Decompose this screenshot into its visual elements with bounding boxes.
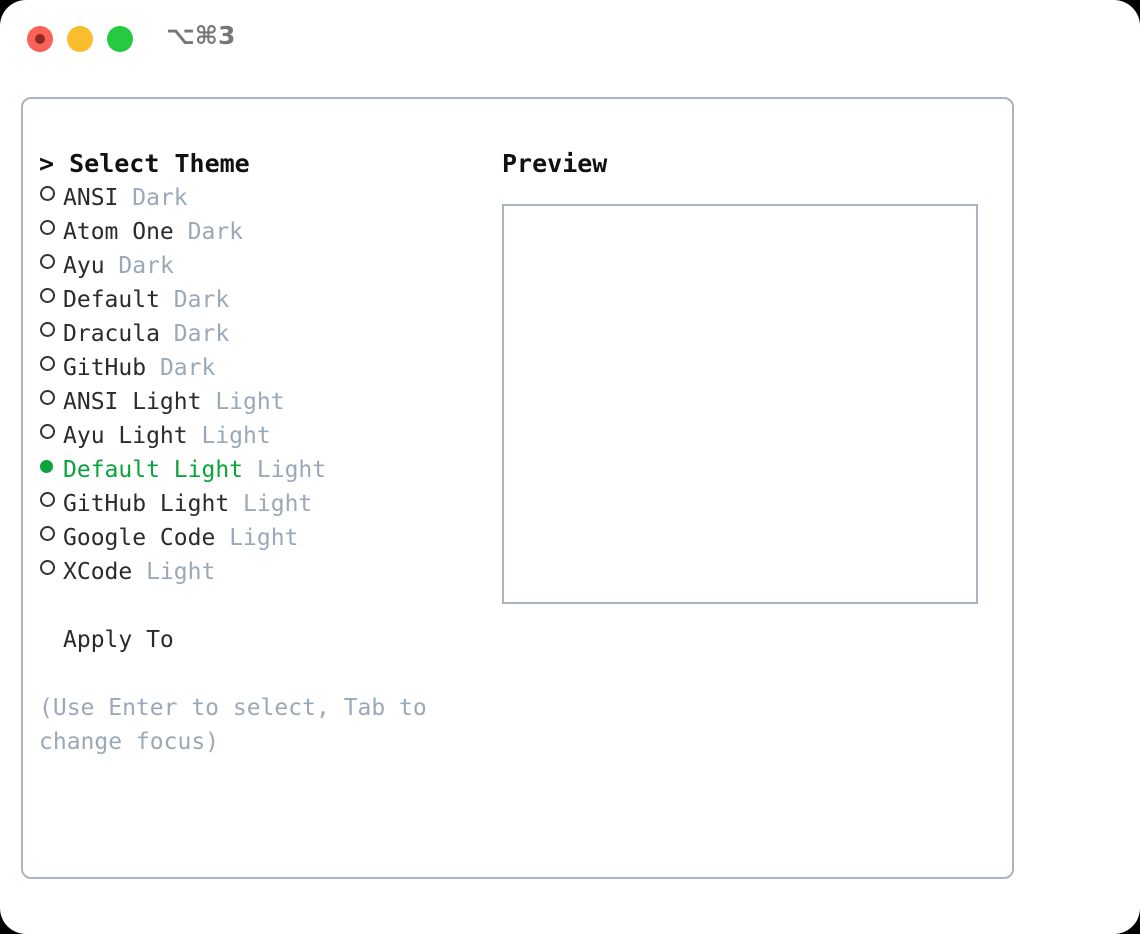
label-badge-separator — [105, 249, 119, 283]
select-theme-heading: > Select Theme — [39, 149, 250, 178]
radio-dot-icon — [40, 424, 55, 439]
theme-option-label: Dracula — [63, 321, 160, 347]
theme-option-item-0[interactable]: ANSI Dark — [39, 181, 479, 215]
theme-option-label: ANSI Light — [63, 389, 202, 415]
radio-unselected-icon[interactable] — [39, 487, 63, 521]
radio-unselected-icon[interactable] — [39, 283, 63, 317]
theme-option-item-9[interactable]: GitHub Light Light — [39, 487, 479, 521]
theme-variant-badge: Light — [146, 559, 216, 585]
theme-option-item-10[interactable]: Google Code Light — [39, 521, 479, 555]
theme-variant-badge: Light — [243, 491, 313, 517]
theme-variant-badge: Light — [201, 423, 271, 449]
radio-dot-icon — [40, 322, 55, 337]
theme-option-item-3[interactable]: Default Dark — [39, 283, 479, 317]
theme-variant-badge: Dark — [118, 253, 174, 279]
theme-variant-badge: Dark — [173, 287, 230, 313]
theme-option-label: Google Code — [63, 525, 216, 551]
preview-heading: Preview — [502, 149, 608, 178]
radio-unselected-icon[interactable] — [39, 521, 63, 555]
theme-variant-badge: Light — [256, 457, 327, 483]
theme-variant-badge: Dark — [187, 219, 244, 245]
preview-column: Preview — [502, 147, 1002, 604]
theme-option-item-4[interactable]: Dracula Dark — [39, 317, 479, 351]
theme-option-item-8[interactable]: Default Light Light — [39, 453, 479, 487]
radio-unselected-icon[interactable] — [39, 419, 63, 453]
radio-unselected-icon[interactable] — [39, 317, 63, 351]
theme-option-label: GitHub — [63, 355, 147, 381]
radio-dot-icon — [40, 356, 55, 371]
zoom-button[interactable] — [107, 26, 133, 52]
keyboard-hint-text: (Use Enter to select, Tab to change focu… — [39, 695, 427, 755]
radio-dot-icon — [40, 288, 55, 303]
radio-unselected-icon[interactable] — [39, 181, 63, 215]
radio-dot-icon — [40, 526, 55, 541]
apply-to-heading: o Apply To — [39, 623, 479, 657]
theme-variant-badge: Dark — [173, 321, 230, 347]
radio-unselected-icon[interactable] — [39, 351, 63, 385]
theme-option-item-2[interactable]: Ayu Dark — [39, 249, 479, 283]
radio-unselected-icon[interactable] — [39, 555, 63, 589]
radio-unselected-icon[interactable] — [39, 215, 63, 249]
label-badge-separator — [160, 317, 174, 351]
theme-option-label: ANSI — [63, 185, 119, 211]
theme-option-label: GitHub Light — [63, 491, 230, 517]
label-badge-separator — [243, 453, 257, 487]
apply-to-heading-label: Apply To — [63, 627, 174, 653]
label-badge-separator — [160, 283, 174, 317]
theme-option-label: Default Light — [63, 457, 244, 483]
radio-dot-icon — [40, 186, 55, 201]
theme-variant-badge: Dark — [132, 185, 188, 211]
minimize-button[interactable] — [67, 26, 93, 52]
theme-option-label: Ayu — [63, 253, 105, 279]
theme-option-item-6[interactable]: ANSI Light Light — [39, 385, 479, 419]
label-badge-separator — [174, 215, 188, 249]
radio-dot-icon — [40, 460, 53, 473]
spacer — [39, 589, 479, 623]
close-button[interactable] — [27, 26, 53, 52]
theme-option-label: XCode — [63, 559, 133, 585]
label-badge-separator — [215, 521, 229, 555]
label-badge-separator — [188, 419, 202, 453]
label-badge-separator — [229, 487, 243, 521]
keyboard-shortcut-label: ⌥⌘3 — [166, 21, 236, 50]
theme-option-item-11[interactable]: XCode Light — [39, 555, 479, 589]
radio-dot-icon — [40, 492, 55, 507]
radio-unselected-icon[interactable] — [39, 249, 63, 283]
window-controls — [27, 26, 133, 52]
label-badge-separator — [132, 555, 146, 589]
radio-unselected-icon[interactable] — [39, 385, 63, 419]
theme-variant-badge: Light — [215, 389, 285, 415]
theme-option-item-1[interactable]: Atom One Dark — [39, 215, 479, 249]
theme-option-label: Atom One — [63, 219, 174, 245]
theme-option-label: Ayu Light — [63, 423, 188, 449]
radio-dot-icon — [40, 560, 55, 575]
theme-option-item-5[interactable]: GitHub Dark — [39, 351, 479, 385]
radio-dot-icon — [40, 220, 55, 235]
title-bar: ⌥⌘3 — [0, 0, 1140, 78]
radio-dot-icon — [40, 254, 55, 269]
theme-variant-badge: Light — [229, 525, 299, 551]
label-badge-separator — [201, 385, 215, 419]
preview-box — [502, 204, 978, 604]
theme-variant-badge: Dark — [159, 355, 216, 381]
radio-selected-icon[interactable] — [39, 453, 63, 487]
theme-option-item-7[interactable]: Ayu Light Light — [39, 419, 479, 453]
label-badge-separator — [118, 181, 132, 215]
theme-option-label: Default — [63, 287, 160, 313]
label-badge-separator — [146, 351, 160, 385]
radio-dot-icon — [40, 390, 55, 405]
